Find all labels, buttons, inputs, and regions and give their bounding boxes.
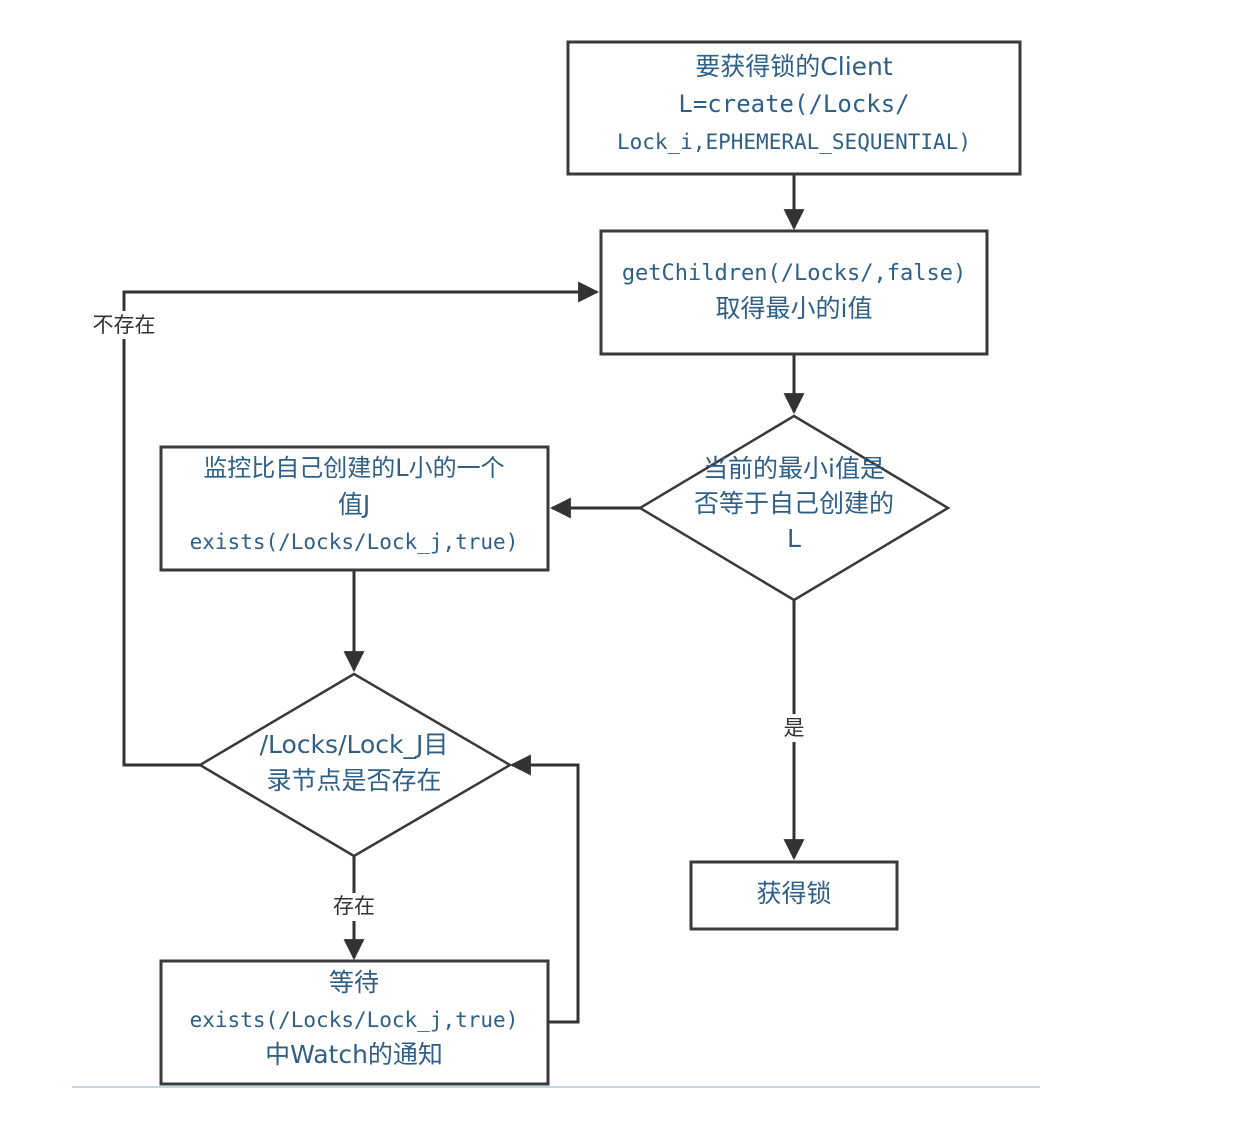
edge-labels: 不存在 是 存在 <box>84 311 809 921</box>
node-exists-decision-line-2: 录节点是否存在 <box>266 766 441 795</box>
node-is-min-decision: 当前的最小i值是 否等于自己创建的 L <box>637 414 951 602</box>
node-watch-smaller-line-1: 监控比自己创建的L小的一个 <box>203 454 504 482</box>
node-get-children-line-1: getChildren(/Locks/,false) <box>622 261 966 286</box>
node-wait-notify-line-1: 等待 <box>329 968 379 997</box>
node-get-children: getChildren(/Locks/,false) 取得最小的i值 <box>599 229 989 356</box>
node-is-min-decision-line-2: 否等于自己创建的 <box>694 489 894 518</box>
edge-wait-loop-to-exists-decision <box>509 754 580 1024</box>
node-wait-notify: 等待 exists(/Locks/Lock_j,true) 中Watch的通知 <box>159 959 550 1086</box>
node-exists-decision-line-1: /Locks/Lock_J目 <box>260 730 449 759</box>
node-get-children-line-2: 取得最小的i值 <box>716 294 873 323</box>
node-watch-smaller-line-3: exists(/Locks/Lock_j,true) <box>190 530 519 554</box>
node-client-create-line-1: 要获得锁的Client <box>695 52 893 81</box>
node-acquire-lock: 获得锁 <box>689 860 899 931</box>
node-is-min-decision-line-1: 当前的最小i值是 <box>703 454 885 483</box>
node-watch-smaller: 监控比自己创建的L小的一个 值J exists(/Locks/Lock_j,tr… <box>159 445 550 572</box>
node-client-create: 要获得锁的Client L=create(/Locks/ Lock_i,EPHE… <box>566 40 1022 176</box>
edge-label-not-exists: 不存在 <box>93 313 156 337</box>
edge-label-is: 是 <box>784 716 805 740</box>
node-wait-notify-line-2: exists(/Locks/Lock_j,true) <box>190 1008 519 1032</box>
node-watch-smaller-line-2: 值J <box>338 490 370 519</box>
node-client-create-line-2: L=create(/Locks/ <box>678 90 909 118</box>
node-client-create-line-3: Lock_i,EPHEMERAL_SEQUENTIAL) <box>617 130 971 154</box>
edge-label-exists: 存在 <box>333 894 375 918</box>
node-exists-decision: /Locks/Lock_J目 录节点是否存在 <box>197 672 513 858</box>
node-is-min-decision-line-3: L <box>787 524 801 553</box>
node-acquire-lock-line-1: 获得锁 <box>756 879 831 908</box>
node-wait-notify-line-3: 中Watch的通知 <box>265 1040 443 1069</box>
edge-not-exists-loop-to-getchildren <box>122 281 600 767</box>
